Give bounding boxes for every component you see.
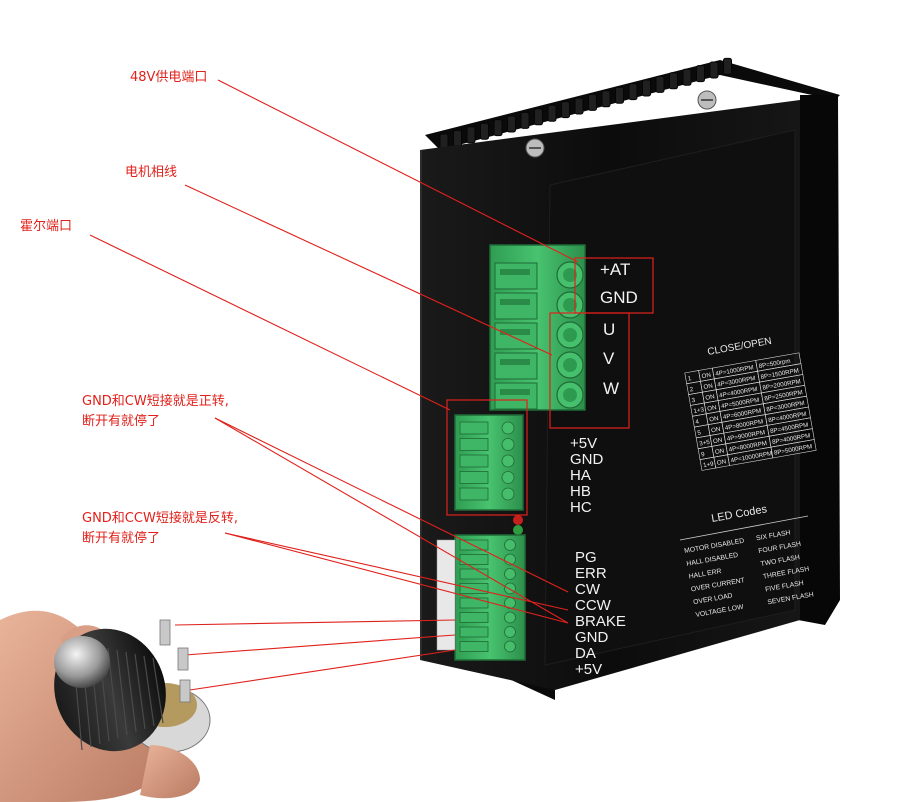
annotation-ccw-note-2: 断开有就停了	[82, 531, 161, 546]
screw-icon	[525, 90, 717, 158]
callout-boxes	[446, 257, 654, 516]
terminal-label-da: DA	[575, 645, 596, 662]
terminal-label-pg: PG	[575, 549, 597, 566]
speed-table-cell: 2	[689, 386, 694, 394]
speed-table-cell: 1+3	[693, 406, 705, 415]
terminal-label-5v: +5V	[575, 661, 603, 678]
annotation-motor-phase: 电机相线	[125, 165, 178, 180]
speed-table-cell: ON	[711, 426, 721, 435]
speed-table-cell: ON	[709, 415, 719, 424]
speed-table-cell: ON	[705, 393, 715, 402]
terminal-label-power-gnd: GND	[600, 288, 638, 307]
terminal-label-brake: BRAKE	[575, 613, 626, 630]
callout-lines	[89, 79, 579, 691]
speed-table-cell: 5	[697, 429, 702, 437]
terminal-label-gnd: GND	[575, 629, 609, 646]
speed-table-cell: 4	[695, 418, 700, 426]
motor-callout-box	[549, 312, 630, 429]
potentiometer-photo	[0, 610, 211, 802]
terminal-label-cw: CW	[575, 581, 600, 598]
hall-callout-box	[446, 399, 528, 516]
annotation-cw-note-2: 断开有就停了	[82, 414, 161, 429]
terminal-label-w: W	[603, 379, 620, 398]
speed-table-cell: ON	[701, 372, 711, 381]
terminal-label-ccw: CCW	[575, 597, 611, 614]
wiring-label-strip	[436, 539, 456, 651]
hall-terminal-block	[454, 414, 524, 511]
status-led-icon	[513, 515, 523, 535]
annotation-power-port: 48V供电端口	[130, 70, 208, 85]
terminal-label-hb: HB	[570, 483, 591, 500]
speed-table-cell: 1+9	[703, 460, 715, 469]
speed-table-cell: 9	[701, 451, 706, 459]
annotation-cw-note-1: GND和CW短接就是正转,	[82, 394, 229, 409]
terminal-label-ha: HA	[570, 467, 591, 484]
annotation-hall-port: 霍尔端口	[20, 219, 73, 234]
speed-table-cell: ON	[714, 448, 724, 457]
terminal-label-v: V	[603, 349, 615, 368]
heatsink-fins	[425, 57, 840, 151]
speed-table-cell: ON	[707, 404, 717, 413]
control-terminal-block	[454, 534, 526, 661]
speed-table-cell: ON	[703, 383, 713, 392]
speed-table-cell: ON	[713, 437, 723, 446]
terminal-label-hall-gnd: GND	[570, 451, 604, 468]
terminal-label-u: U	[603, 320, 616, 339]
terminal-label-err: ERR	[575, 565, 607, 582]
speed-table-cell: 3+5	[699, 439, 711, 448]
speed-table-cell: ON	[716, 458, 726, 467]
speed-table-cell: 3	[691, 397, 696, 405]
terminal-label-hc: HC	[570, 499, 592, 516]
terminal-label-hall-5v: +5V	[570, 435, 598, 452]
terminal-label-power-pos: +AT	[600, 260, 631, 279]
power-motor-terminal-block	[489, 244, 586, 411]
annotation-ccw-note-1: GND和CCW短接就是反转,	[82, 511, 238, 526]
speed-table-cell: 1	[687, 375, 692, 383]
